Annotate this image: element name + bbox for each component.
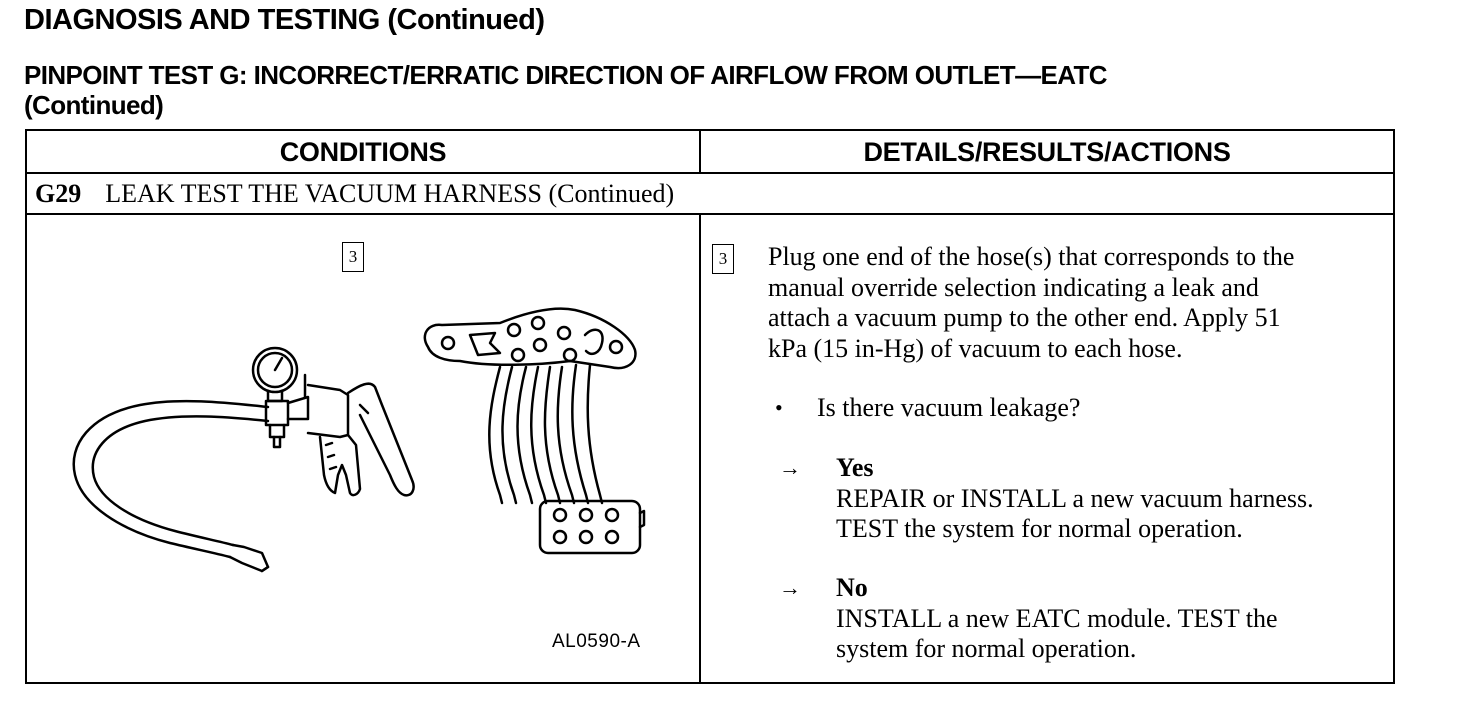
no-arrow-icon: → xyxy=(779,575,801,600)
step-id: G29 xyxy=(35,179,82,208)
vacuum-hose-icon xyxy=(72,399,270,573)
pinpoint-test-table: CONDITIONS DETAILS/RESULTS/ACTIONS G29 LE… xyxy=(25,129,1395,684)
figure-label: AL0590-A xyxy=(552,631,641,652)
vacuum-pump-harness-illustration xyxy=(72,307,646,573)
instruction-line-1: Plug one end of the hose(s) that corresp… xyxy=(768,242,1295,271)
column-divider-gap xyxy=(699,172,701,214)
details-column-header: DETAILS/RESULTS/ACTIONS xyxy=(863,137,1231,167)
instruction-line-4: kPa (15 in-Hg) of vacuum to each hose. xyxy=(768,333,1183,363)
step-title: LEAK TEST THE VACUUM HARNESS (Continued) xyxy=(105,179,675,208)
no-action-line-2: system for normal operation. xyxy=(836,634,1137,663)
no-label: No xyxy=(836,573,868,602)
column-divider xyxy=(699,131,701,682)
test-title-line-2: (Continued) xyxy=(24,90,164,120)
no-outcome: No INSTALL a new EATC module. TEST the s… xyxy=(836,573,1278,665)
no-action-line-1: INSTALL a new EATC module. TEST the xyxy=(836,603,1278,633)
step-title-row: G29 LEAK TEST THE VACUUM HARNESS (Continu… xyxy=(35,179,674,209)
instruction-line-3: attach a vacuum pump to the other end. A… xyxy=(768,303,1281,332)
figure-step-marker: 3 xyxy=(342,242,364,272)
pinpoint-test-title: PINPOINT TEST G: INCORRECT/ERRATIC DIREC… xyxy=(24,60,1108,120)
test-title-line-1: PINPOINT TEST G: INCORRECT/ERRATIC DIREC… xyxy=(24,60,1108,90)
vacuum-pump-icon xyxy=(251,346,415,497)
yes-action-line-2: TEST the system for normal operation. xyxy=(836,514,1243,543)
page-header: DIAGNOSIS AND TESTING (Continued) xyxy=(24,4,545,36)
details-step-marker: 3 xyxy=(712,244,734,274)
yes-action-line-1: REPAIR or INSTALL a new vacuum harness. xyxy=(836,483,1314,513)
yes-outcome: Yes REPAIR or INSTALL a new vacuum harne… xyxy=(836,453,1314,545)
step-row-divider xyxy=(27,213,1393,215)
yes-arrow-icon: → xyxy=(779,455,801,480)
conditions-column-header: CONDITIONS xyxy=(279,137,447,167)
header-row-divider xyxy=(27,172,1393,174)
harness-connector-icon xyxy=(423,307,646,555)
bullet-icon: • xyxy=(775,395,783,420)
yes-label: Yes xyxy=(836,453,874,482)
instruction-text: Plug one end of the hose(s) that corresp… xyxy=(768,242,1294,364)
instruction-line-2: manual override selection indicating a l… xyxy=(768,272,1259,302)
question-text: Is there vacuum leakage? xyxy=(817,393,1081,422)
